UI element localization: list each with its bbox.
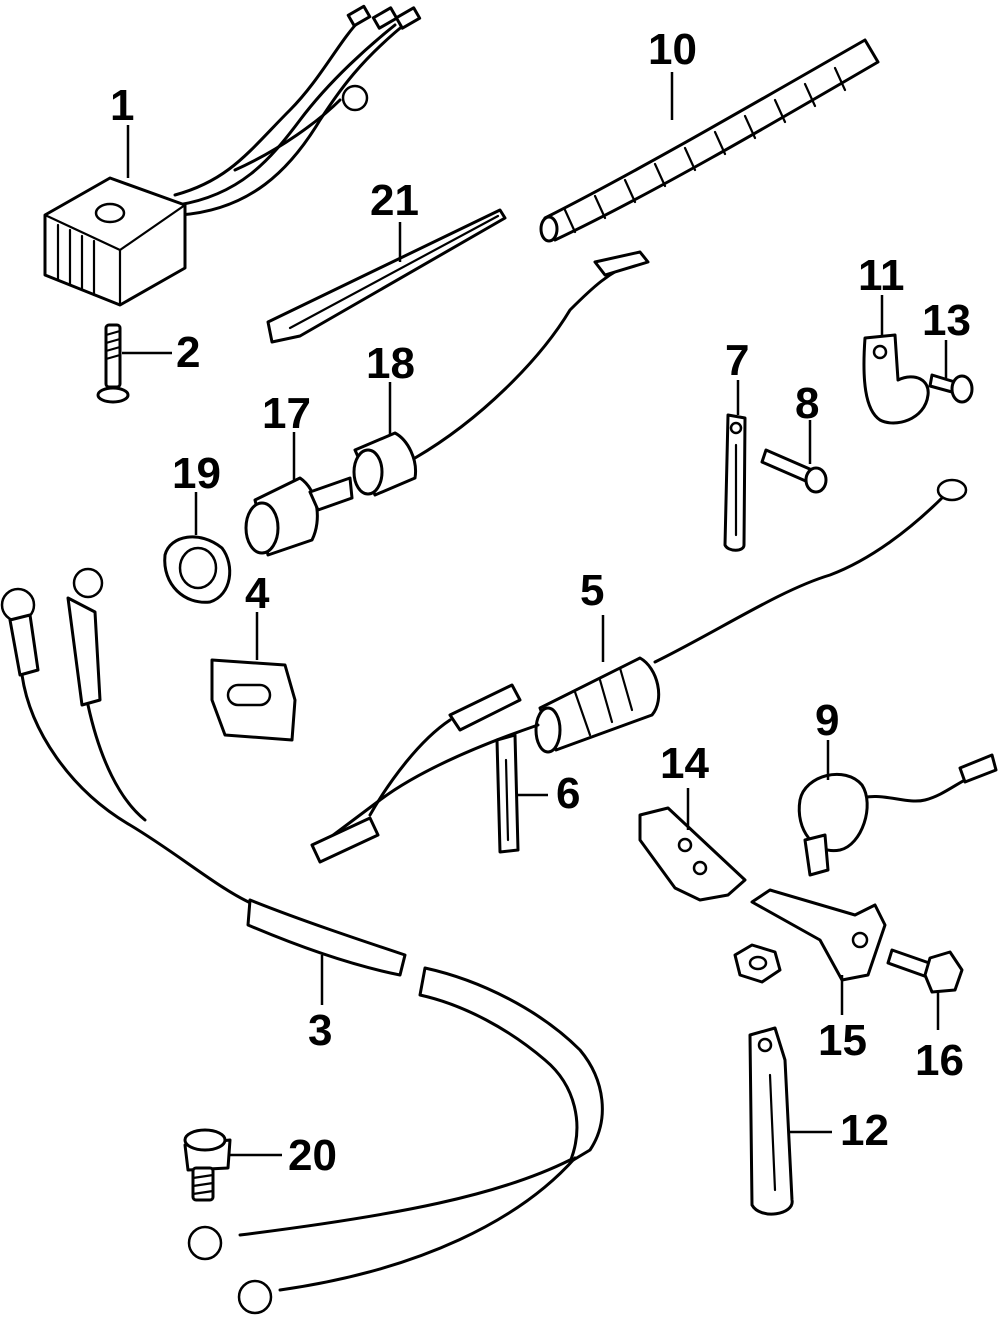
part-14-gasket bbox=[638, 806, 747, 902]
part-18-grommet bbox=[352, 250, 650, 497]
callout-2: 2 bbox=[176, 328, 200, 377]
part-3-battery-cable bbox=[0, 567, 604, 1315]
callout-4: 4 bbox=[245, 569, 270, 618]
part-1-rectifier bbox=[43, 4, 422, 307]
part-8-screw bbox=[760, 448, 828, 494]
callout-7: 7 bbox=[725, 336, 749, 385]
part-4-grommet bbox=[210, 658, 297, 742]
part-9-sensor bbox=[797, 753, 998, 877]
part-15-bracket bbox=[733, 888, 887, 984]
part-5-switch bbox=[310, 478, 968, 864]
callout-19: 19 bbox=[172, 449, 221, 498]
callout-15: 15 bbox=[818, 1016, 867, 1065]
part-11-clamp bbox=[862, 333, 930, 425]
part-10-spiral-wrap bbox=[539, 38, 880, 243]
callout-1: 1 bbox=[110, 81, 134, 130]
part-13-screw bbox=[928, 373, 974, 404]
part-2-bolt bbox=[96, 323, 130, 404]
callout-12: 12 bbox=[840, 1106, 889, 1155]
part-7-clamp bbox=[723, 413, 747, 552]
callout-21: 21 bbox=[370, 176, 419, 225]
part-16-bolt bbox=[886, 948, 964, 994]
callout-18: 18 bbox=[366, 339, 415, 388]
part-17-connector bbox=[244, 476, 354, 557]
part-21-cable-tie bbox=[266, 208, 507, 344]
callout-20: 20 bbox=[288, 1131, 337, 1180]
callout-17: 17 bbox=[262, 389, 311, 438]
part-19-nut bbox=[163, 535, 232, 604]
callout-8: 8 bbox=[795, 379, 819, 428]
callout-9: 9 bbox=[815, 696, 839, 745]
callout-10: 10 bbox=[648, 25, 697, 74]
callout-6: 6 bbox=[556, 769, 580, 818]
callout-16: 16 bbox=[915, 1036, 964, 1085]
part-6-clamp bbox=[495, 733, 520, 854]
callout-13: 13 bbox=[922, 296, 971, 345]
part-12-clamp bbox=[748, 1026, 794, 1216]
callout-5: 5 bbox=[580, 566, 604, 615]
part-20-bolt bbox=[183, 1128, 232, 1202]
callout-14: 14 bbox=[660, 739, 709, 788]
callout-3: 3 bbox=[308, 1006, 332, 1055]
callout-11: 11 bbox=[858, 251, 905, 300]
